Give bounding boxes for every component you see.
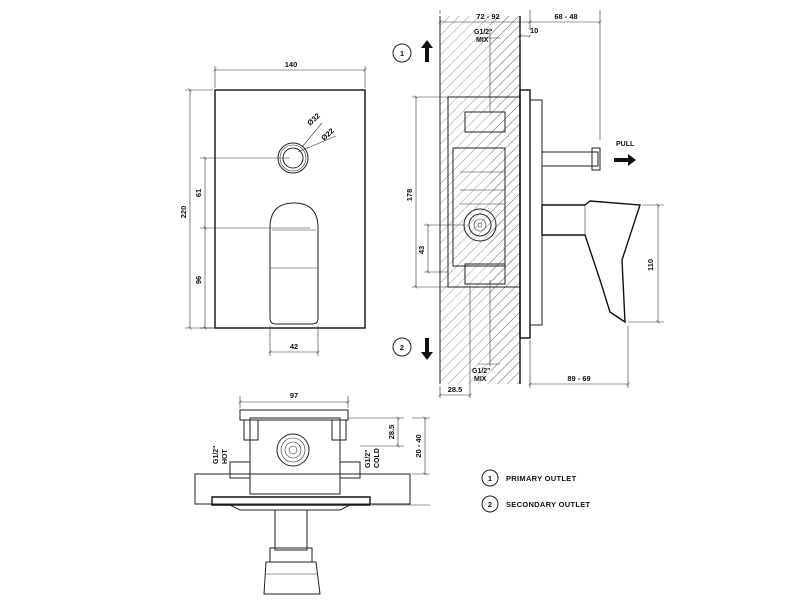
dim-220: 220: [179, 206, 188, 219]
dim-28-5-side: 28.5: [448, 385, 463, 394]
dim-20-40: 20 - 40: [414, 434, 423, 457]
cold-size: G1/2": [365, 450, 372, 469]
mix-bottom-label: MIX: [474, 376, 487, 383]
lever-front: [269, 202, 319, 325]
dim-140: 140: [285, 60, 298, 69]
mix-bottom-size: G1/2": [472, 368, 491, 375]
cold-label: COLD: [374, 448, 381, 468]
lever-side: [541, 200, 641, 324]
arrow-down-icon: [421, 338, 433, 360]
dim-89-69: 89 - 69: [567, 374, 590, 383]
dim-96: 96: [194, 276, 203, 284]
mix-top-size: G1/2": [474, 29, 493, 36]
legend-1-label: PRIMARY OUTLET: [506, 474, 577, 483]
marker-2-number: 2: [400, 343, 404, 352]
lever-bottom: [274, 509, 308, 551]
pull-arrow-icon: [614, 154, 636, 166]
dim-68-48: 68 - 48: [554, 12, 577, 21]
cover-plate-side: [519, 89, 531, 339]
pull-label: PULL: [616, 141, 635, 148]
dim-61: 61: [194, 189, 203, 197]
valve-body-bottom: [249, 417, 341, 495]
dim-dia-32: Ø32: [305, 111, 322, 127]
marker-1-number: 1: [400, 49, 404, 58]
marker-1-circle: [392, 43, 412, 63]
front-view: 140 220 61 96 42 Ø32 Ø22: [179, 60, 365, 356]
dim-43: 43: [417, 246, 426, 254]
dim-72-92: 72 - 92: [476, 12, 499, 21]
dim-dia-22: Ø22: [319, 126, 336, 142]
wall-top: [194, 473, 411, 505]
legend-2-circle: [481, 495, 499, 513]
side-view: PULL 72 - 92 68 - 48 G1/2" MIX 10 178 43…: [392, 10, 664, 398]
dim-10: 10: [530, 26, 538, 35]
bottom-view: 97 28.5 20 - 40 G1/2" HOT G1/2" COLD: [194, 391, 430, 595]
hot-size: G1/2": [213, 446, 220, 465]
dim-97: 97: [290, 391, 298, 400]
legend: 1 PRIMARY OUTLET 2 SECONDARY OUTLET: [481, 469, 591, 513]
dim-110: 110: [646, 259, 655, 271]
mix-top-label: MIX: [476, 37, 489, 44]
dim-178: 178: [405, 189, 414, 202]
arrow-up-icon: [421, 40, 433, 62]
legend-1-circle: [481, 469, 499, 487]
front-plate: [214, 89, 366, 329]
dim-42: 42: [290, 342, 298, 351]
legend-1-number: 1: [488, 474, 492, 483]
legend-2-number: 2: [488, 500, 492, 509]
legend-2-label: SECONDARY OUTLET: [506, 500, 591, 509]
hot-label: HOT: [222, 449, 229, 465]
dim-28-5-bottom: 28.5: [387, 425, 396, 440]
marker-2-circle: [392, 337, 412, 357]
diverter-stem: [541, 151, 599, 167]
